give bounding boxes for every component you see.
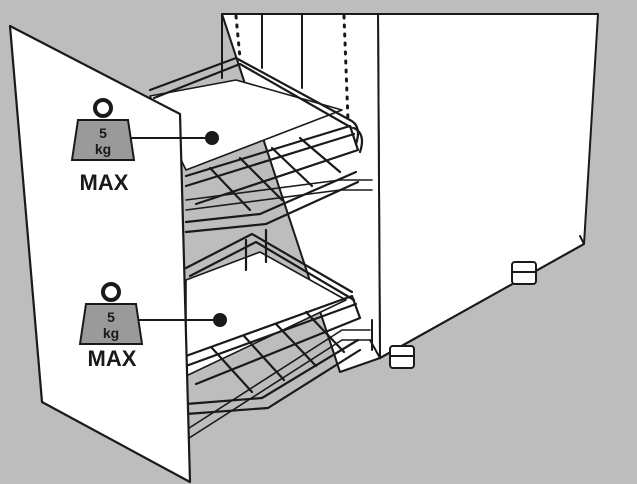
load-indicator-upper xyxy=(126,131,219,145)
max-load-caption: MAX xyxy=(88,346,137,371)
weight-unit: kg xyxy=(103,325,119,341)
cabinet-foot-rear xyxy=(511,261,537,285)
weight-value: 5 xyxy=(107,309,115,325)
weight-unit: kg xyxy=(95,141,111,157)
upper-basket-marker xyxy=(205,131,219,145)
upper-wire-basket xyxy=(148,56,364,234)
cabinet-foot-front xyxy=(389,345,415,369)
weight-icon: 5 kg xyxy=(70,98,136,161)
weight-icon: 5 kg xyxy=(78,282,144,345)
cabinet-front-panel xyxy=(8,24,192,484)
lower-wire-basket xyxy=(184,228,362,416)
load-indicator-lower xyxy=(126,313,227,327)
lower-basket-marker xyxy=(213,313,227,327)
max-load-caption: MAX xyxy=(80,170,129,195)
weight-value: 5 xyxy=(99,125,107,141)
